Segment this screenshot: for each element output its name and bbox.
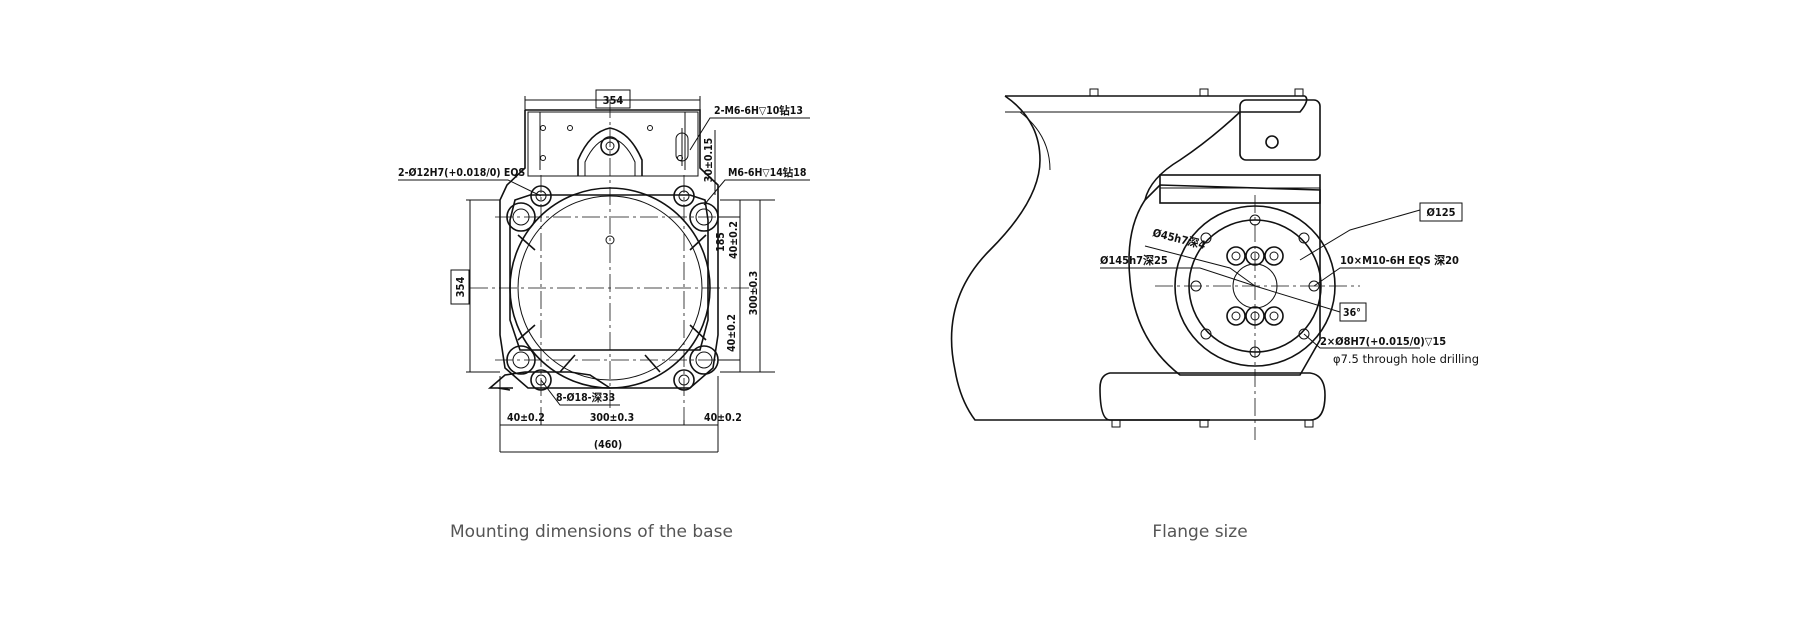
label-dim-300-horizontal: 300±0.3 xyxy=(590,412,634,424)
base-centerlines xyxy=(470,100,760,420)
base-caption: Mounting dimensions of the base xyxy=(450,522,733,542)
base-dimension-texts: 354 354 2-Ø12H7(+0.018/0) EQS 2-M6-6H▽10… xyxy=(398,94,806,451)
label-m6-top: 2-M6-6H▽10钻13 xyxy=(714,104,803,117)
flange-arm-outline xyxy=(950,88,1326,428)
label-d145: Ø145h7深25 xyxy=(1100,253,1168,267)
label-overall: (460) xyxy=(594,439,622,451)
label-d125: Ø125 xyxy=(1426,206,1455,219)
label-pin-holes: 2-Ø12H7(+0.018/0) EQS xyxy=(398,167,525,179)
label-side-height: 354 xyxy=(454,277,467,298)
label-dim-300-vertical: 300±0.3 xyxy=(748,271,760,315)
label-bolt-holes: 8-Ø18-深33 xyxy=(556,391,615,404)
label-dim-185: 185 xyxy=(715,232,727,252)
label-dim-40-lower: 40±0.2 xyxy=(726,314,738,352)
label-dim-40-upper: 40±0.2 xyxy=(728,221,740,259)
flange-panel: Ø125 Ø45h7深4 Ø145h7深25 10×M10-6H EQS 深20… xyxy=(900,0,1794,624)
flange-caption: Flange size xyxy=(1152,522,1248,542)
label-through-hole: φ7.5 through hole drilling xyxy=(1333,352,1479,366)
label-angle: 36° xyxy=(1343,307,1361,319)
label-top-width: 354 xyxy=(603,94,624,107)
label-dowels: 2×Ø8H7(+0.015/0)▽15 xyxy=(1320,335,1446,348)
label-dim-40-right: 40±0.2 xyxy=(704,412,742,424)
label-m6-side: M6-6H▽14钻18 xyxy=(728,166,806,179)
flange-drawing: Ø125 Ø45h7深4 Ø145h7深25 10×M10-6H EQS 深20… xyxy=(950,88,1479,440)
flange-centerlines xyxy=(1155,195,1360,440)
base-dimension-lines xyxy=(398,89,810,453)
label-offset-30: 30±0.15 xyxy=(703,138,715,182)
base-mounting-drawing: 354 354 2-Ø12H7(+0.018/0) EQS 2-M6-6H▽10… xyxy=(398,89,810,453)
flange-dimension-texts: Ø125 Ø45h7深4 Ø145h7深25 10×M10-6H EQS 深20… xyxy=(1100,206,1479,366)
label-dim-40-left: 40±0.2 xyxy=(507,412,545,424)
flange-leaders xyxy=(1100,202,1463,349)
label-threads: 10×M10-6H EQS 深20 xyxy=(1340,253,1459,267)
base-mounting-panel: 354 354 2-Ø12H7(+0.018/0) EQS 2-M6-6H▽10… xyxy=(398,89,810,542)
